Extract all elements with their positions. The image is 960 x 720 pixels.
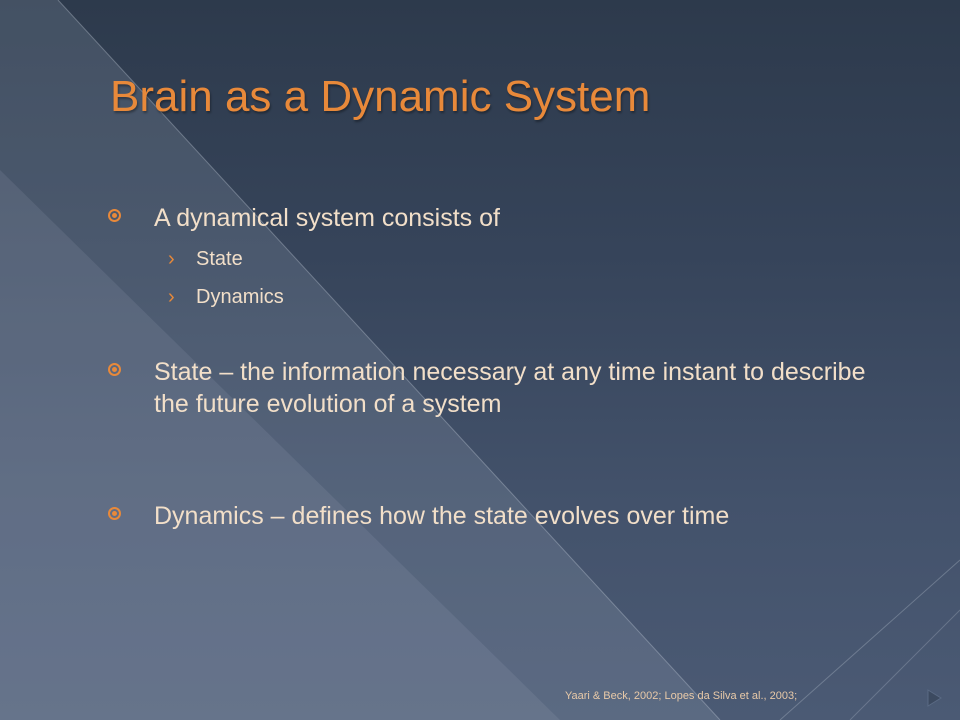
- chevron-right-icon: ›: [168, 248, 175, 270]
- bullet-text: State – the information necessary at any…: [154, 358, 866, 418]
- circled-dot-icon: [108, 363, 121, 376]
- bullet-item: A dynamical system consists of: [108, 202, 878, 234]
- circled-dot-icon: [108, 209, 121, 222]
- citation-text: Yaari & Beck, 2002; Lopes da Silva et al…: [565, 690, 798, 702]
- next-slide-button[interactable]: [920, 684, 948, 712]
- bullet-text: A dynamical system consists of: [154, 204, 500, 232]
- circled-dot-icon: [108, 507, 121, 520]
- triangle-right-icon: [927, 689, 942, 707]
- bullet-item: State – the information necessary at any…: [108, 356, 878, 420]
- chevron-right-icon: ›: [168, 286, 175, 308]
- sub-bullet-item: › Dynamics: [168, 284, 284, 310]
- sub-bullet-item: › State: [168, 246, 243, 272]
- bullet-text: Dynamics – defines how the state evolves…: [154, 502, 730, 530]
- sub-bullet-text: State: [196, 248, 243, 270]
- bullet-item: Dynamics – defines how the state evolves…: [108, 500, 878, 532]
- slide-title: Brain as a Dynamic System: [110, 72, 651, 121]
- sub-bullet-text: Dynamics: [196, 286, 284, 308]
